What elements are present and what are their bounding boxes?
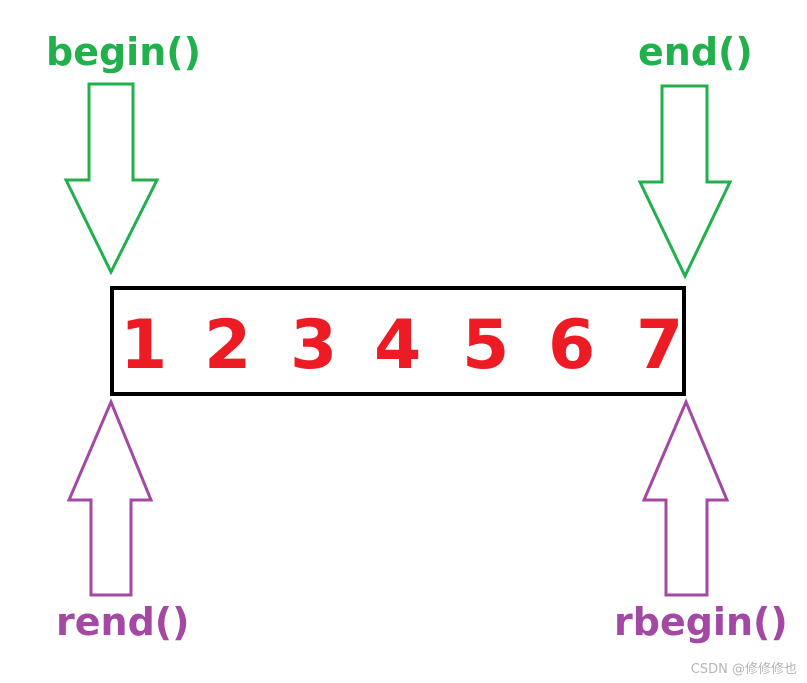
rbegin-label: rbegin(): [614, 600, 788, 644]
array-element-5: 5: [462, 306, 510, 385]
watermark: CSDN @修修修也: [690, 662, 797, 677]
array-element-3: 3: [290, 306, 338, 385]
begin-arrow-icon: [63, 82, 160, 276]
array-element-1: 1: [120, 306, 168, 385]
end-label: end(): [638, 30, 753, 74]
array-box: 1 2 3 4 5 6 7: [110, 286, 686, 396]
begin-label: begin(): [46, 30, 201, 74]
end-arrow-icon: [637, 84, 733, 280]
rend-label: rend(): [56, 600, 190, 644]
rend-arrow-icon: [66, 398, 154, 597]
array-element-2: 2: [204, 306, 252, 385]
array-element-7: 7: [636, 306, 684, 385]
array-element-4: 4: [374, 306, 422, 385]
rbegin-arrow-icon: [641, 398, 730, 597]
array-element-6: 6: [548, 306, 596, 385]
